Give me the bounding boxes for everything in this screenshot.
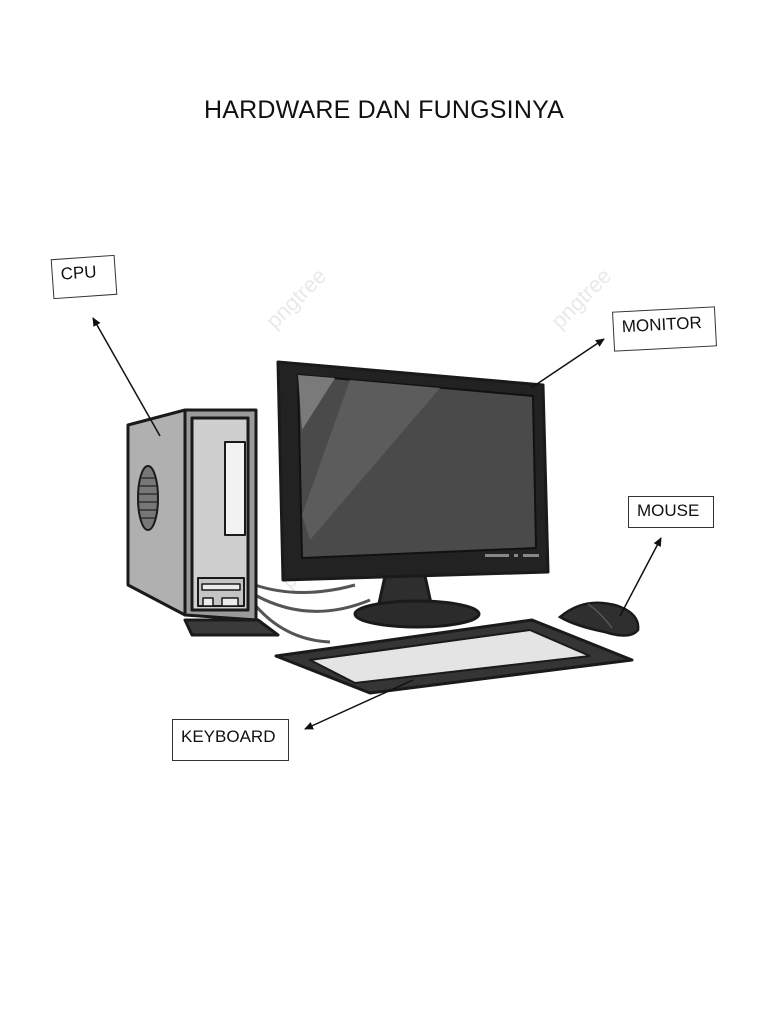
keyboard-arrow — [304, 679, 414, 730]
cpu-label: CPU — [50, 254, 118, 300]
svg-text:pngtree: pngtree — [261, 263, 331, 333]
mouse-arrow — [619, 537, 662, 617]
mouse — [557, 601, 640, 637]
page-title: HARDWARE DAN FUNGSINYA — [204, 96, 564, 124]
cpu-arrow — [92, 317, 161, 437]
keyboard-label: KEYBOARD — [172, 719, 289, 761]
monitor-label: MONITOR — [612, 306, 717, 352]
label-arrows — [92, 317, 662, 730]
cables — [253, 583, 371, 644]
svg-text:pngtree: pngtree — [546, 263, 616, 333]
cpu-tower — [126, 408, 280, 637]
monitor — [276, 360, 550, 629]
mouse-label: MOUSE — [628, 496, 714, 528]
monitor-arrow — [530, 338, 605, 389]
keyboard — [274, 618, 634, 695]
